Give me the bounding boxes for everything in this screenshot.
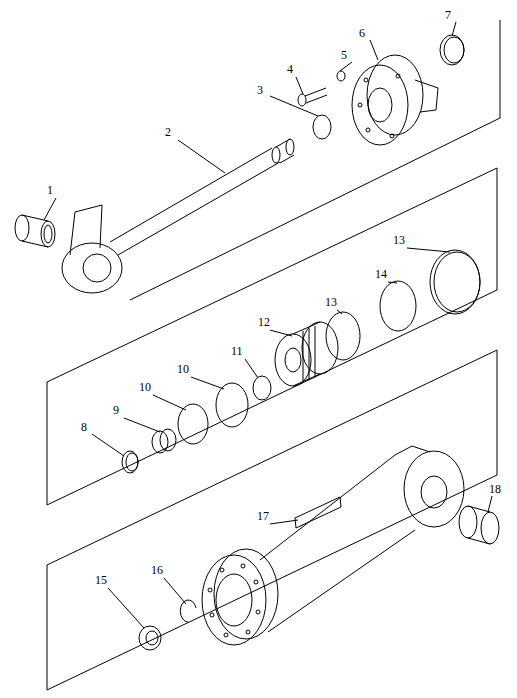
- callout-number: 17: [256, 510, 270, 522]
- lock-nut: [139, 626, 161, 650]
- seal-ring: [216, 383, 248, 427]
- callout-number: 3: [256, 84, 264, 96]
- callout-number: 13: [392, 234, 406, 246]
- o-ring: [253, 376, 271, 400]
- bushing: [459, 506, 499, 544]
- callout-number: 10: [138, 381, 152, 393]
- callout-number: 18: [488, 483, 502, 495]
- callout-number: 13: [324, 296, 338, 308]
- callout-number: 2: [164, 126, 172, 138]
- guide-ring: [430, 250, 480, 314]
- panel-frame: [130, 20, 500, 300]
- callout-number: 15: [94, 574, 108, 586]
- callout-number: 1: [46, 184, 54, 196]
- bushing: [15, 215, 55, 247]
- seal-ring: [313, 115, 331, 139]
- ring: [122, 451, 138, 473]
- seal-ring: [380, 281, 416, 331]
- ring: [152, 429, 176, 453]
- leader-line: [44, 22, 492, 628]
- callout-number: 7: [444, 9, 452, 21]
- callout-number: 14: [374, 268, 388, 280]
- callout-number: 6: [358, 27, 366, 39]
- callout-number: 12: [257, 316, 271, 328]
- cylinder-barrel: [202, 446, 464, 645]
- callout-number: 11: [230, 345, 244, 357]
- bolt: [298, 88, 327, 106]
- circlip: [180, 600, 196, 622]
- callout-number: 16: [150, 564, 164, 576]
- callout-number: 9: [112, 404, 120, 416]
- piston: [275, 322, 338, 386]
- callout-number: 10: [176, 363, 190, 375]
- guide-ring: [326, 312, 360, 360]
- callout-number: 4: [286, 63, 294, 75]
- seal-ring: [178, 404, 208, 444]
- seal-ring: [440, 35, 464, 65]
- callout-number: 5: [340, 49, 348, 61]
- panel-frame: [47, 168, 497, 505]
- nut: [337, 71, 345, 81]
- cylinder-head: [352, 55, 438, 145]
- piston-rod: [62, 139, 294, 293]
- callout-number: 8: [80, 421, 88, 433]
- panel-frame: [47, 350, 497, 690]
